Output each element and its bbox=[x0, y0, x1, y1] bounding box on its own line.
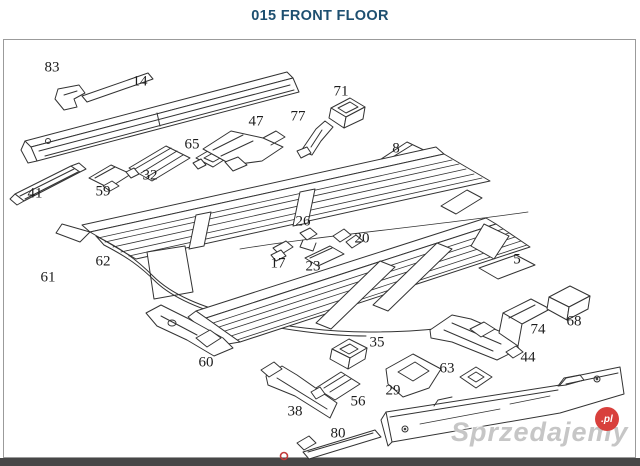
part-label-38: 38 bbox=[287, 403, 303, 420]
part-art-77 bbox=[296, 120, 334, 159]
part-label-41: 41 bbox=[27, 185, 43, 202]
part-art-20 bbox=[332, 228, 364, 249]
main-floor-panel-art bbox=[187, 189, 536, 345]
part-label-26: 26 bbox=[295, 213, 311, 230]
part-label-83: 83 bbox=[44, 59, 60, 76]
part-art-32 bbox=[125, 145, 191, 182]
part-art-29 bbox=[385, 353, 442, 398]
part-label-80: 80 bbox=[330, 425, 346, 442]
part-label-77: 77 bbox=[290, 108, 306, 125]
part-label-29: 29 bbox=[385, 382, 401, 399]
bottom-edge-bar bbox=[0, 458, 640, 466]
part-label-60: 60 bbox=[198, 354, 214, 371]
part-art-74 bbox=[498, 298, 551, 347]
bottom-sill-art bbox=[380, 366, 625, 447]
part-label-8: 8 bbox=[392, 140, 400, 157]
part-label-68: 68 bbox=[566, 313, 582, 330]
part-art-83 bbox=[54, 72, 154, 111]
upper-floor-panel-art bbox=[55, 146, 491, 260]
watermark-pl-badge: .pl bbox=[595, 407, 619, 431]
part-label-47: 47 bbox=[248, 113, 264, 130]
part-label-74: 74 bbox=[530, 321, 546, 338]
part-label-59: 59 bbox=[95, 183, 111, 200]
part-art-56 bbox=[310, 371, 361, 401]
part-label-56: 56 bbox=[350, 393, 366, 410]
part-label-62: 62 bbox=[95, 253, 111, 270]
part-label-20: 20 bbox=[354, 230, 370, 247]
part-art-68 bbox=[546, 285, 591, 321]
part-art-41 bbox=[9, 162, 87, 206]
part-label-63: 63 bbox=[439, 360, 455, 377]
part-art-60 bbox=[145, 304, 234, 357]
part-label-65: 65 bbox=[184, 136, 200, 153]
part-label-14: 14 bbox=[132, 73, 148, 90]
part-label-44: 44 bbox=[520, 349, 536, 366]
part-art-17 bbox=[270, 240, 294, 262]
part-art-26 bbox=[299, 227, 318, 252]
part-art-47 bbox=[202, 130, 286, 172]
part-art-35 bbox=[329, 338, 368, 370]
watermark-badge-label: .pl bbox=[601, 413, 613, 425]
red-circle-marker bbox=[279, 451, 289, 461]
part-label-17: 17 bbox=[270, 255, 286, 272]
part-label-35: 35 bbox=[369, 334, 385, 351]
part-art-44 bbox=[429, 314, 524, 361]
part-art-23 bbox=[304, 245, 345, 267]
part-art-38 bbox=[260, 361, 338, 419]
part-label-61: 61 bbox=[40, 269, 56, 286]
part-art-80 bbox=[296, 429, 382, 460]
part-label-71: 71 bbox=[333, 83, 349, 100]
part-label-5: 5 bbox=[513, 251, 521, 268]
part-art-14-sill bbox=[20, 71, 300, 164]
part-label-23: 23 bbox=[305, 258, 321, 275]
part-art-71 bbox=[328, 97, 366, 129]
part-label-32: 32 bbox=[142, 167, 158, 184]
part-art-63 bbox=[459, 366, 493, 389]
page-title: 015 FRONT FLOOR bbox=[251, 8, 389, 24]
